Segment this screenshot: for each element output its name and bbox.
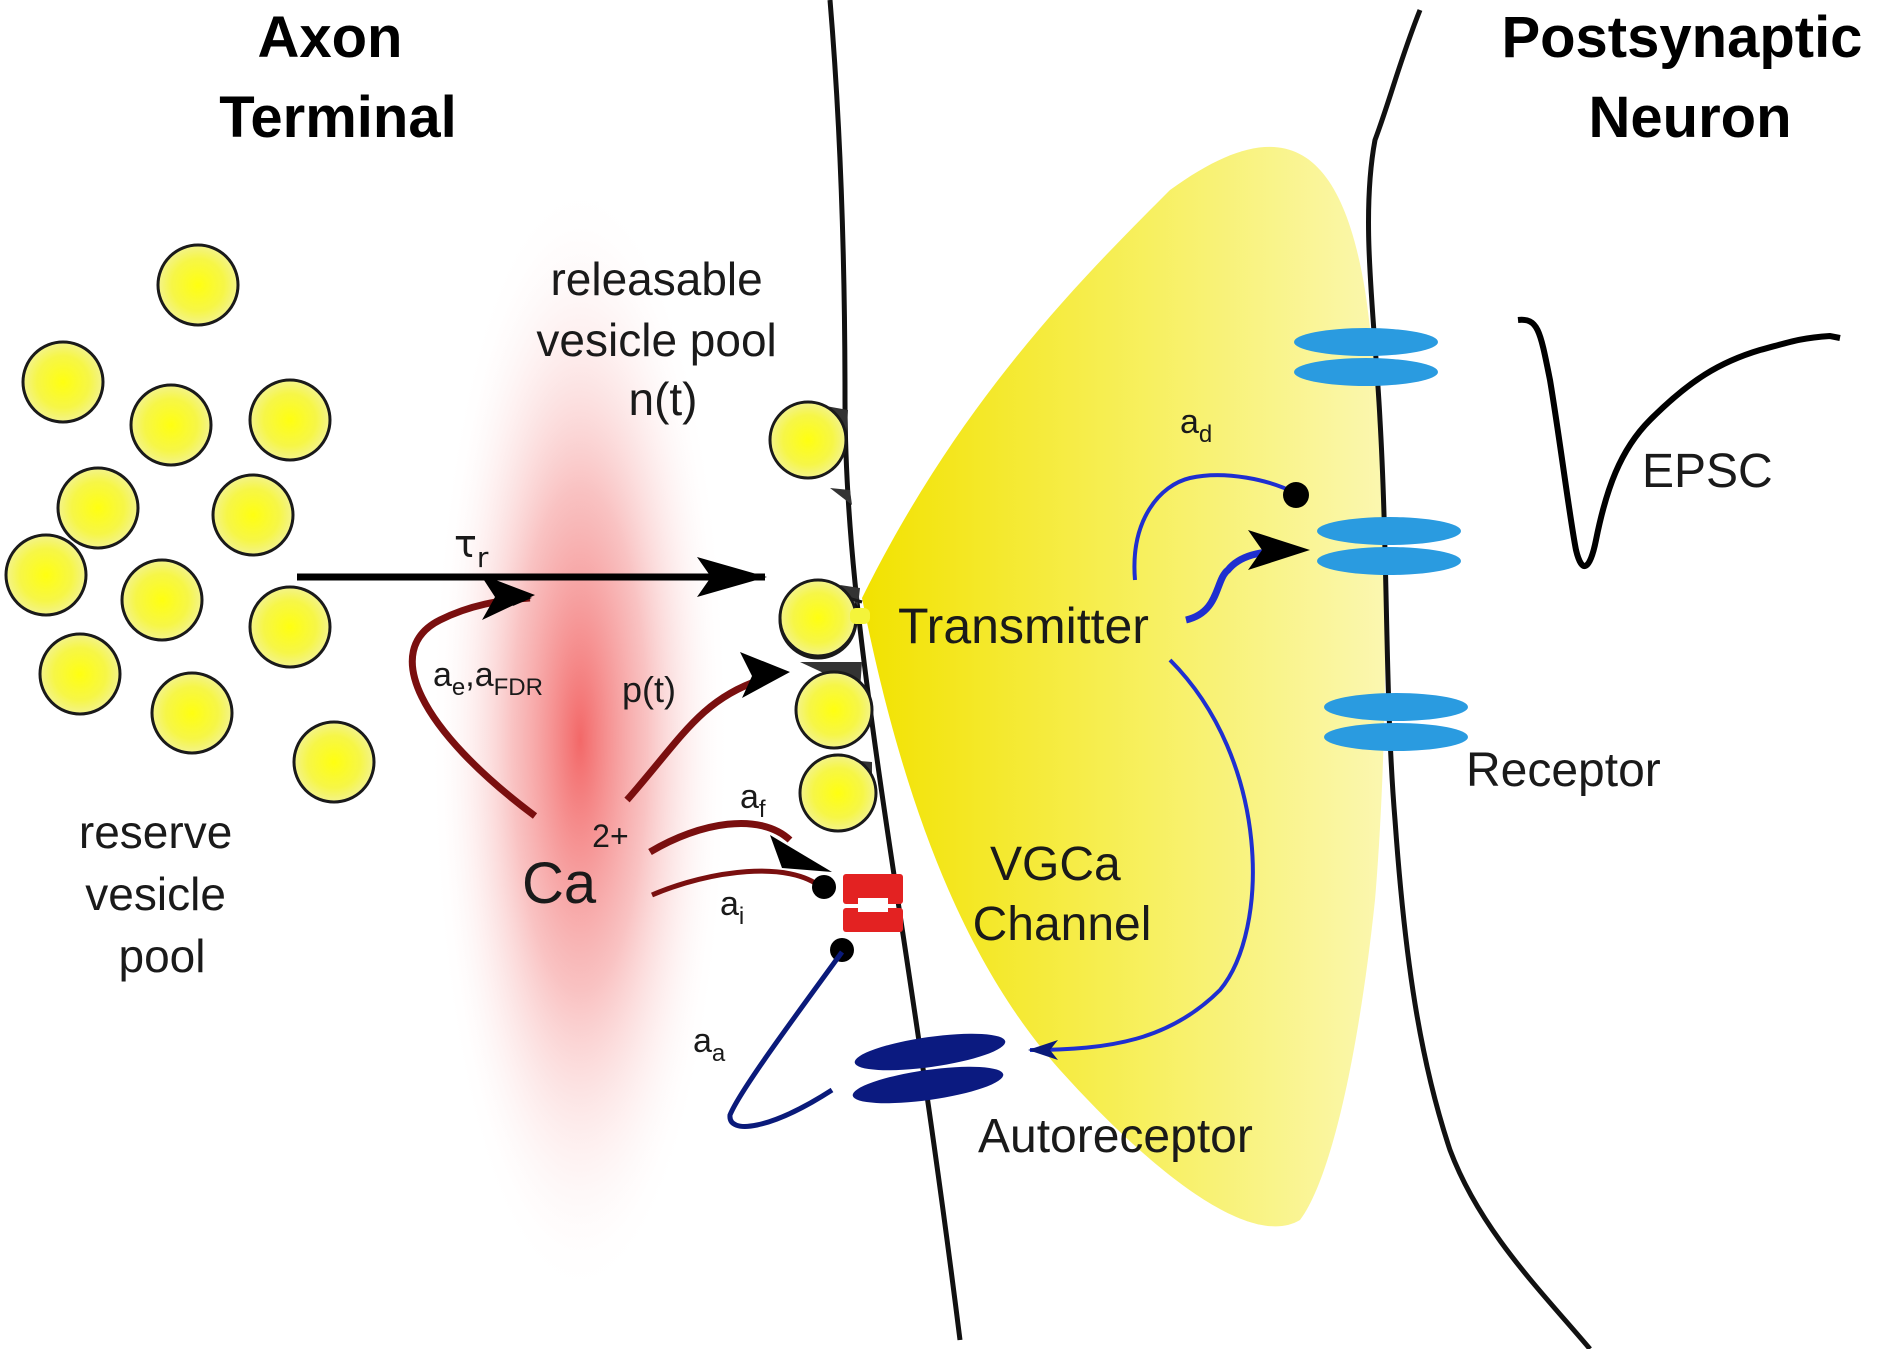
autoreceptor [852,1033,1006,1104]
postsynaptic-neuron-heading: Postsynaptic Neuron [1501,5,1878,150]
pt-arrowhead [740,652,790,698]
epsc-label: EPSC [1642,445,1773,498]
ai-label: ai [720,885,744,930]
vgca-line1: VGCa [990,838,1121,891]
vgca-label: VGCa Channel [973,838,1152,951]
reserve-vesicle [129,383,213,467]
ai-sub: i [739,903,744,930]
ai-base: a [720,885,739,923]
vgca-channel [843,874,903,932]
calcium-label: Ca2+ [522,818,629,916]
af-arrow [648,820,793,856]
releasable-line1: releasable [550,253,762,305]
reserve-pool-label: reserve vesicle pool [79,806,245,982]
pt-arrow [624,676,762,803]
ad-inhibit-dot [1283,482,1309,508]
tau-sub: r [477,541,489,574]
releasable-pool-label: releasable vesicle pool n(t) [536,253,789,425]
releasable-line3: n(t) [629,373,698,425]
ca-base: Ca [522,851,597,916]
fusion-pore [850,608,870,624]
reserve-vesicle [292,720,376,804]
transmitter-cloud [862,146,1386,1227]
reserve-vesicle [211,473,295,557]
post-heading-line1: Postsynaptic [1501,5,1862,70]
af-base: a [740,778,759,816]
ae-sub-e: e [452,674,465,701]
ad-sub: d [1199,421,1212,448]
ad-arrow [1132,473,1296,581]
reserve-vesicle-pool [4,243,376,804]
aa-label: aa [693,1022,726,1067]
receptor-label: Receptor [1466,744,1661,797]
receptor-middle [1317,517,1461,575]
reserve-vesicle [120,558,204,642]
ad-label: ad [1180,403,1212,448]
ae-a: a [433,656,452,694]
autoreceptor-label: Autoreceptor [978,1110,1253,1163]
aa-arrow [727,950,845,1129]
axon-heading-line2: Terminal [219,85,456,150]
axon-heading-line1: Axon [257,5,402,70]
reserve-line1: reserve [79,806,232,858]
calcium-glow [430,180,730,1300]
tau-base: τ [454,522,477,566]
releasable-vesicle [794,670,874,750]
receptor-top [1294,328,1438,386]
vgca-line2: Channel [973,898,1152,951]
aa-inhibit-dot [830,938,854,962]
reserve-line2: vesicle [85,868,226,920]
reserve-vesicle [248,378,332,462]
af-arrowhead [770,835,832,872]
pt-label: p(t) [622,669,676,710]
reserve-vesicle [56,466,140,550]
reserve-vesicle [38,632,122,716]
axon-terminal-heading: Axon Terminal [219,5,456,150]
af-sub: f [759,796,766,823]
epsc-trace [1517,316,1841,569]
transmitter-label: Transmitter [898,598,1149,654]
ae-afdr-label: ae,aFDR [433,656,543,701]
receptor-bottom [1324,693,1468,751]
reserve-vesicle [248,585,332,669]
reserve-line3: pool [119,930,206,982]
aa-base: a [693,1022,712,1060]
fusing-vesicle-body [778,578,858,658]
releasable-vesicle [768,400,848,480]
releasable-vesicle [798,753,878,833]
post-heading-line2: Neuron [1589,85,1792,150]
reserve-vesicle [21,340,105,424]
transmitter-to-receptor-arrowhead [1248,530,1310,570]
ae-sub-fdr: FDR [494,674,543,701]
ai-arrow [651,868,824,898]
ae-afdr-arrowhead [480,574,535,620]
reserve-vesicle [156,243,240,327]
transmitter-to-autoreceptor-arrow [1028,658,1255,1060]
ad-base: a [1180,403,1199,441]
reserve-vesicle [4,533,88,617]
postsynaptic-membrane [1366,9,1592,1349]
ae-comma-a: ,a [465,656,493,694]
ai-inhibit-dot [812,875,836,899]
ca-sup: 2+ [592,818,628,854]
af-label: af [740,778,766,823]
ae-afdr-arrow [408,592,538,819]
releasable-line2: vesicle pool [536,314,776,366]
aa-sub: a [712,1040,726,1067]
tau-r-label: τr [454,522,489,574]
reserve-vesicle [150,671,234,755]
